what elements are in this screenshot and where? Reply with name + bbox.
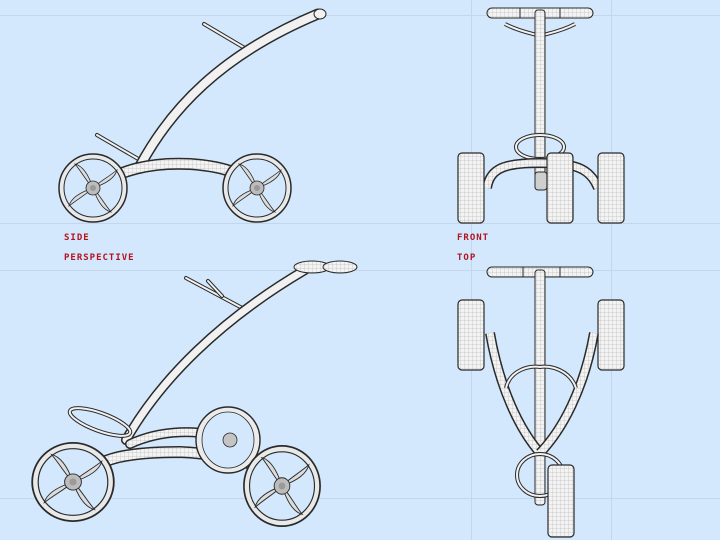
- guide-line-top: [0, 15, 720, 16]
- side-view-drawing: [58, 8, 327, 223]
- view-label-front: FRONT: [457, 233, 490, 243]
- view-label-side: SIDE: [64, 233, 90, 243]
- view-label-top: TOP: [457, 253, 477, 263]
- guide-line-right-vertical: [611, 0, 612, 540]
- guide-line-lower-top: [0, 270, 720, 271]
- perspective-view-drawing: [31, 260, 358, 528]
- front-view-drawing: [457, 7, 625, 224]
- guide-line-left-vertical: [471, 0, 472, 540]
- guide-line-lower-baseline: [0, 498, 720, 499]
- guide-line-upper-baseline: [0, 223, 720, 224]
- top-view-drawing: [457, 266, 625, 538]
- view-label-perspective: PERSPECTIVE: [64, 253, 135, 263]
